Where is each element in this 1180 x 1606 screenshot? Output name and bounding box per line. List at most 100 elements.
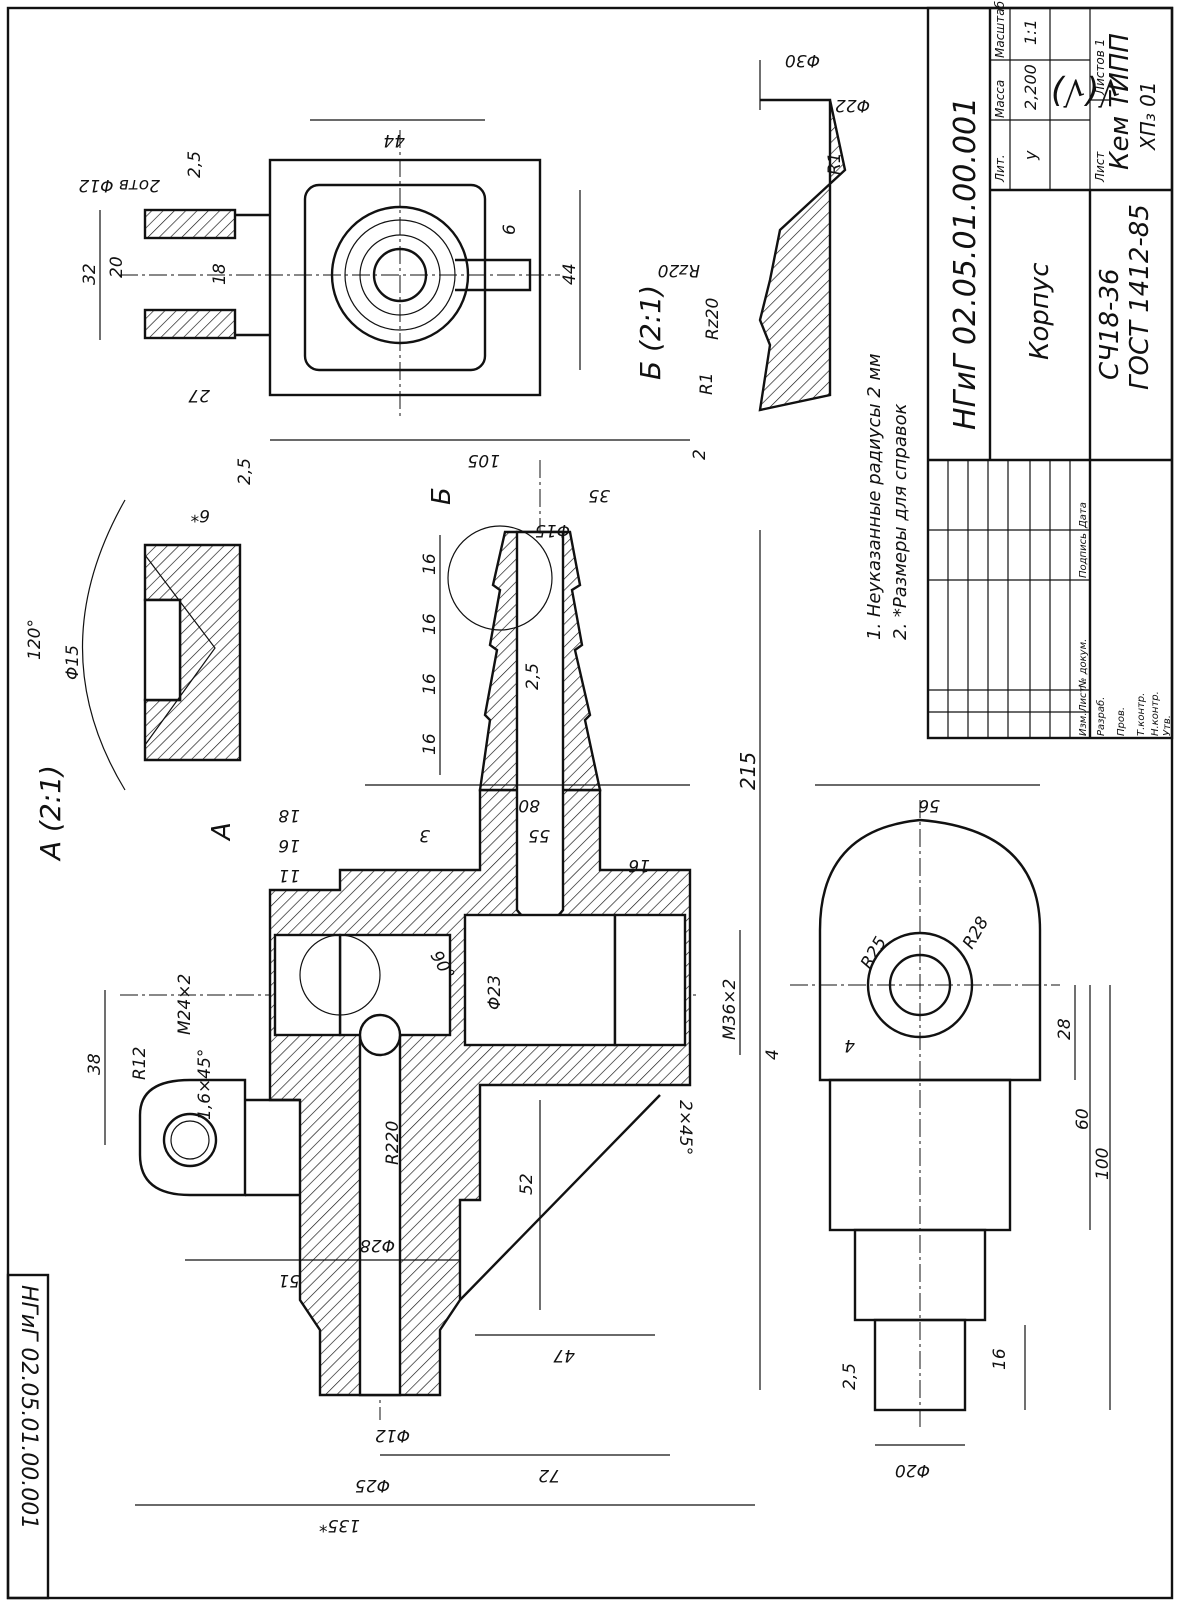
- dim-dia23: Φ23: [485, 975, 505, 1010]
- dim-47: 47: [553, 1345, 575, 1365]
- dim-r25: R25: [857, 934, 891, 973]
- doc-code-main: НГиГ 02.05.01.00.001: [948, 97, 983, 430]
- scale-value: 1:1: [1021, 19, 1040, 45]
- main-section-view: [120, 460, 700, 1420]
- detail-b-view: [758, 60, 847, 412]
- sheet-border: [6, 6, 1174, 1600]
- mass-value: 2,200: [1021, 64, 1040, 110]
- rough-2-5-top: 2,5: [185, 151, 205, 178]
- dim-51: 51: [278, 1270, 300, 1290]
- dim-16b: 16: [628, 855, 650, 875]
- rough-2-top: 2: [690, 449, 710, 460]
- mass-label: Масса: [993, 80, 1007, 118]
- dim-80: 80: [518, 795, 540, 815]
- dim-16e: 16: [420, 673, 440, 695]
- lit-value: у: [1021, 150, 1040, 161]
- dim-18: 18: [278, 805, 300, 825]
- dim-16-side: 16: [990, 1348, 1010, 1370]
- col-header-4: Подпись: [1078, 533, 1089, 578]
- col-header-1: Изм.: [1078, 712, 1089, 736]
- dim-215: 215: [736, 752, 760, 790]
- organization-2: ХП₃ 01: [1136, 81, 1160, 151]
- row-label-4: Т.контр.: [1136, 693, 1147, 736]
- side-stamp-frame: [6, 1273, 50, 1600]
- dim-44-b: 44: [560, 263, 580, 285]
- dim-27: 27: [188, 385, 210, 405]
- top-view: [120, 130, 560, 420]
- dim-r220: R220: [383, 1121, 403, 1165]
- dim-100: 100: [1093, 1148, 1113, 1180]
- note-2: 2. *Размеры для справок: [890, 403, 911, 640]
- dim-120deg: 120°: [25, 619, 45, 660]
- dim-dia15: Φ15: [535, 520, 570, 540]
- row-label-6: Утв.: [1162, 715, 1173, 736]
- label-b: Б: [427, 487, 457, 505]
- dim-dia25: Φ25: [355, 1475, 390, 1495]
- dim-r1-a: R1: [825, 152, 845, 175]
- dim-32: 32: [80, 263, 100, 285]
- dim-55: 55: [528, 825, 550, 845]
- row-label-3: Пров.: [1116, 707, 1127, 736]
- dim-16f: 16: [420, 733, 440, 755]
- dim-135: 135*: [319, 1515, 360, 1535]
- dim-r12: R12: [130, 1047, 150, 1080]
- scale-label: Масштаб: [993, 0, 1007, 58]
- dim-60: 60: [1073, 1108, 1093, 1130]
- rough-2-5-side: 2,5: [840, 1363, 860, 1390]
- dim-chamfer-2: 2×45°: [675, 1100, 695, 1155]
- dim-6star: 6*: [191, 505, 210, 525]
- dim-11: 11: [278, 865, 300, 885]
- dim-38: 38: [85, 1053, 105, 1075]
- dim-chamfer-16: 1,6×45°: [195, 1049, 215, 1120]
- dim-m36: M36×2: [720, 979, 740, 1040]
- dim-3: 3: [419, 825, 430, 845]
- doc-code-side: НГиГ 02.05.01.00.001: [16, 1285, 41, 1529]
- dim-r28: R28: [959, 913, 993, 952]
- rough-2-5-nozzle: 2,5: [523, 663, 543, 690]
- rough-2-5-a: 2,5: [235, 458, 255, 485]
- note-1: 1. Неуказанные радиусы 2 мм: [864, 353, 885, 640]
- dim-4-b: 4: [844, 1035, 855, 1055]
- detail-a-view: [81, 499, 242, 791]
- title-block: НГиГ 02.05.01.00.001 Корпус СЧ18-36 ГОСТ…: [926, 0, 1174, 740]
- organization-1: Кем ТИПП: [1105, 33, 1135, 170]
- dim-holes: 2отв Φ12: [78, 175, 160, 195]
- col-header-3: № докум.: [1078, 639, 1089, 689]
- dim-dia22: Φ22: [835, 95, 870, 115]
- dim-m24: M24×2: [175, 974, 195, 1035]
- dim-16d: 16: [420, 613, 440, 635]
- material-1: СЧ18-36: [1095, 268, 1125, 380]
- dim-4-a: 4: [763, 1049, 783, 1060]
- dim-28: 28: [1055, 1018, 1075, 1040]
- side-view: [790, 800, 1060, 1430]
- dim-16a: 16: [278, 835, 300, 855]
- row-label-2: Разраб.: [1095, 697, 1107, 736]
- dim-18-top: 18: [210, 263, 230, 285]
- dim-6: 6: [500, 224, 520, 235]
- dim-44-a: 44: [383, 130, 405, 150]
- detail-a-title: А (2:1): [34, 765, 67, 862]
- sheet-label: Лист: [1093, 151, 1107, 183]
- dim-105: 105: [468, 450, 500, 470]
- col-header-2: Лист: [1078, 685, 1089, 713]
- dim-35: 35: [588, 485, 610, 505]
- dim-rz20-a: Rz20: [658, 260, 700, 280]
- dimension-labels: 135* 72 Φ25 Φ12 47 51 52 Φ28 R220 R12 38…: [25, 50, 1113, 1535]
- part-name: Корпус: [1025, 262, 1055, 360]
- dim-dia30: Φ30: [785, 50, 820, 70]
- label-a: А: [207, 822, 237, 842]
- dim-dia15-a: Φ15: [63, 645, 83, 680]
- dim-rz20-b: Rz20: [703, 298, 723, 340]
- row-label-5: Н.контр.: [1150, 691, 1161, 736]
- dim-dia20: Φ20: [895, 1460, 930, 1480]
- dim-dia12: Φ12: [375, 1425, 410, 1445]
- dim-20: 20: [107, 256, 127, 278]
- dim-72: 72: [538, 1465, 560, 1485]
- detail-b-title: Б (2:1): [634, 285, 667, 380]
- dim-16c: 16: [420, 553, 440, 575]
- dim-52: 52: [517, 1173, 537, 1195]
- col-header-5: Дата: [1078, 502, 1089, 529]
- lit-label: Лит.: [993, 154, 1007, 183]
- dim-r1-b: R1: [697, 372, 717, 395]
